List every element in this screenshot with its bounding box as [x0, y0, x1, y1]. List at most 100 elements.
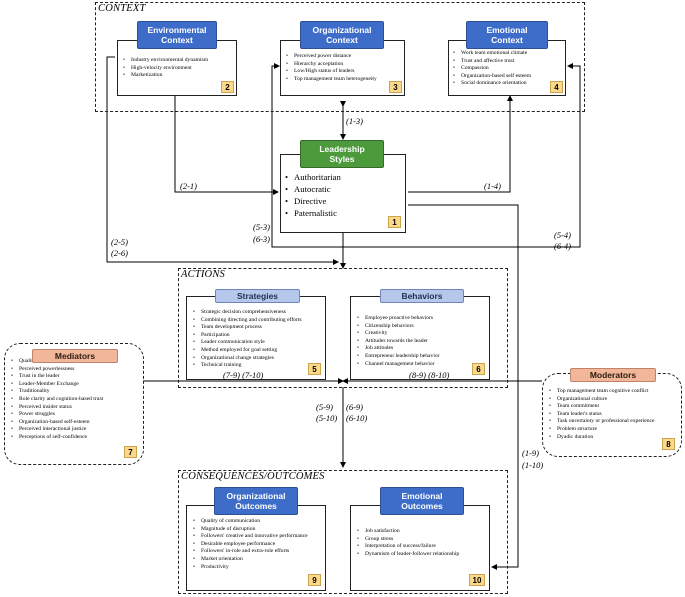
edge-label-5-3: (5-3) [253, 222, 270, 232]
list-item: Work team emotional climate [453, 50, 531, 58]
list-item: Dynamism of leader-follower relationship [357, 551, 459, 559]
edge-label-1-9: (1-9) [522, 448, 539, 458]
edge-5-4 [343, 63, 581, 248]
list-item: Directive [285, 195, 341, 207]
consequences-region [178, 470, 508, 594]
list-item: Organizational culture [549, 396, 654, 404]
header-line: Outcomes [235, 501, 277, 511]
list-item: Top management team heterogeneity [286, 76, 377, 84]
box-number-5: 5 [308, 363, 321, 375]
edge-label-1-3: (1-3) [346, 116, 363, 126]
list-item: Job attitudes [357, 345, 440, 353]
leadership-styles-list: Authoritarian Autocratic Directive Pater… [285, 171, 341, 219]
list-item: Team commitment [549, 403, 654, 411]
list-item: Top management team cognitive conflict [549, 388, 654, 396]
list-item: Job satisfaction [357, 528, 459, 536]
list-item: Market orientation [193, 556, 308, 564]
actions-region-label: ACTIONS [181, 269, 225, 280]
list-item: Trust in the leader [11, 373, 104, 381]
box-number-9: 9 [308, 574, 321, 586]
moderators-list: Top management team cognitive conflict O… [549, 388, 654, 441]
edge-label-2-5: (2-5) [111, 237, 128, 247]
list-item: Strategic decision comprehensiveness [193, 309, 302, 317]
list-item: Citizenship behaviors [357, 323, 440, 331]
behaviors-header: Behaviors [380, 289, 464, 303]
list-item: Interpretation of success/failure [357, 543, 459, 551]
list-item: Authoritarian [285, 171, 341, 183]
box-number-6: 6 [472, 363, 485, 375]
emotional-outcomes-box: Job satisfaction Group stress Interpreta… [350, 505, 490, 591]
moderators-box: Top management team cognitive conflict O… [542, 373, 682, 457]
list-item: Hierarchy acceptation [286, 61, 377, 69]
edge-label-6-4: (6-4) [554, 241, 571, 251]
list-item: Dyadic duration [549, 434, 654, 442]
list-item: Channel management behavior [357, 361, 440, 369]
edge-label-5-4: (5-4) [554, 230, 571, 240]
header-line: Strategies [236, 291, 279, 301]
header-line: Emotional [401, 491, 443, 501]
edge-5-3 [271, 63, 343, 248]
organizational-context-list: Perceived power distance Hierarchy accep… [286, 53, 377, 83]
list-item: Quality of communication [193, 518, 308, 526]
list-item: Group stress [357, 536, 459, 544]
actions-region [178, 268, 508, 388]
list-item: Attitudes towards the leader [357, 338, 440, 346]
list-item: Perceptions of self-confidence [11, 434, 104, 442]
behaviors-box: Employee proactive behaviors Citizenship… [350, 296, 490, 380]
list-item: Team development process [193, 324, 302, 332]
header-line: Organizational [226, 491, 286, 501]
list-item: Method employed for goal setting [193, 347, 302, 355]
list-item: Perceived powerlessness [11, 366, 104, 374]
edge-2-5 [106, 56, 339, 265]
strategies-list: Strategic decision comprehensiveness Com… [193, 309, 302, 370]
box-number-1: 1 [388, 216, 401, 228]
edge-1-9 [408, 204, 519, 570]
list-item: Traditionality [11, 388, 104, 396]
header-line: Styles [329, 154, 355, 164]
behaviors-list: Employee proactive behaviors Citizenship… [357, 315, 440, 368]
edge-label-2-1: (2-1) [180, 181, 197, 191]
header-line: Environmental [147, 25, 207, 35]
list-item: Team leader's status [549, 411, 654, 419]
header-line: Organizational [312, 25, 372, 35]
box-number-4: 4 [550, 81, 563, 93]
list-item: Followers' creative and innovative perfo… [193, 533, 308, 541]
list-item: Organization-based self esteem [453, 73, 531, 81]
emotional-outcomes-list: Job satisfaction Group stress Interpreta… [357, 528, 459, 558]
edge-label-6-9: (6-9) [346, 402, 363, 412]
header-line: Context [491, 35, 523, 45]
list-item: Autocratic [285, 183, 341, 195]
emotional-context-list: Work team emotional climate Trust and af… [453, 50, 531, 88]
header-line: Context [161, 35, 193, 45]
list-item: Productivity [193, 564, 308, 572]
box-number-2: 2 [221, 81, 234, 93]
emotional-context-box: Work team emotional climate Trust and af… [448, 40, 566, 96]
list-item: Combining directing and contributing eff… [193, 317, 302, 325]
edge-1-4 [408, 95, 513, 193]
consequences-region-label: CONSEQUENCES/OUTCOMES [181, 471, 325, 482]
list-item: High-velocity environment [123, 65, 208, 73]
context-region-label: CONTEXT [98, 3, 146, 14]
header-line: Emotional [486, 25, 528, 35]
box-number-10: 10 [469, 574, 485, 586]
edge-label-6-3: (6-3) [253, 234, 270, 244]
list-item: Paternalistic [285, 207, 341, 219]
edge-label-5-9: (5-9) [316, 402, 333, 412]
list-item: Perceived insider status [11, 404, 104, 412]
list-item: Technical training [193, 362, 302, 370]
list-item: Perceived interactional justice [11, 426, 104, 434]
list-item: Perceived power distance [286, 53, 377, 61]
list-item: Followers' in-role and extra-role effort… [193, 548, 308, 556]
edge-label-8-9: (8-9) (8-10) [409, 370, 450, 380]
box-number-8: 8 [662, 438, 675, 450]
context-region [95, 2, 585, 112]
list-item: Role clarity and cognition-based trust [11, 396, 104, 404]
moderators-header: Moderators [570, 368, 656, 382]
list-item: Entrepreneur leadership behavior [357, 353, 440, 361]
header-line: Leadership [319, 144, 365, 154]
